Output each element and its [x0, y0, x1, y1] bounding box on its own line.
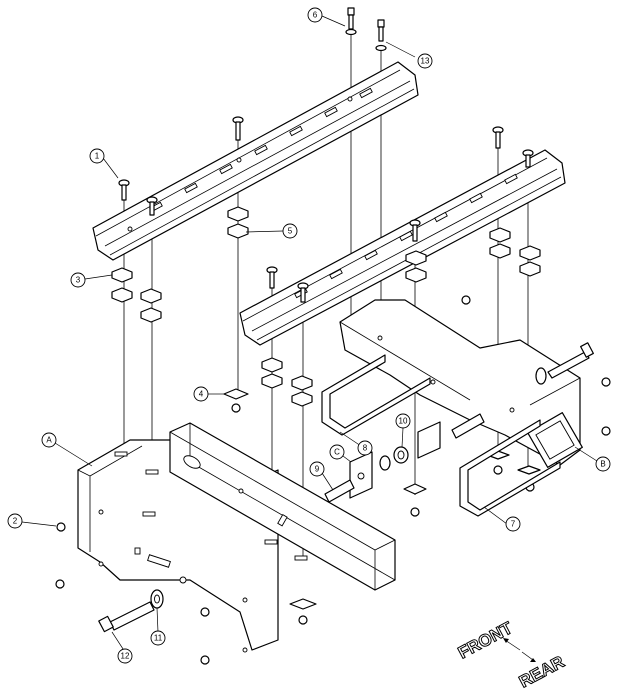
- svg-text:10: 10: [399, 417, 408, 426]
- callout-2: 2: [7, 513, 23, 529]
- svg-text:C: C: [334, 448, 340, 457]
- callout-a: A: [41, 432, 57, 448]
- pin-right: [451, 413, 485, 439]
- callout-b: B: [595, 456, 611, 472]
- plate-right: [417, 421, 441, 459]
- rear-label: REAR: [516, 652, 567, 689]
- washer-11: [150, 589, 164, 609]
- callout-9: 9: [309, 461, 325, 477]
- svg-text:5: 5: [288, 227, 293, 236]
- callout-10: 10: [395, 413, 411, 429]
- rail-left: [92, 61, 419, 261]
- receiver-tube-front: [169, 422, 396, 591]
- callout-c: C: [329, 444, 345, 460]
- svg-text:11: 11: [154, 634, 163, 643]
- pin-9: [324, 479, 355, 503]
- svg-text:7: 7: [511, 520, 516, 529]
- callout-7: 7: [505, 516, 521, 532]
- svg-text:2: 2: [13, 517, 18, 526]
- top-bolt-6: [345, 7, 357, 36]
- svg-text:3: 3: [76, 276, 81, 285]
- u-bolt-8: [321, 354, 431, 436]
- clip-brackets: [111, 206, 541, 407]
- u-bolt-7: [459, 419, 561, 517]
- callout-1: 1: [89, 148, 105, 164]
- callout-8: 8: [357, 440, 373, 456]
- callout-11: 11: [150, 630, 166, 646]
- leader-lines: [21, 15, 598, 653]
- plate-c: [349, 451, 373, 499]
- bracket-b: [339, 299, 583, 468]
- orientation-compass: FRONT REAR: [454, 617, 567, 689]
- svg-text:9: 9: [315, 465, 320, 474]
- callout-3: 3: [70, 272, 86, 288]
- spacer-10: [379, 446, 409, 471]
- callout-12: 12: [117, 648, 133, 664]
- hitch-pin-bolt: [535, 342, 594, 385]
- direction-arrows-icon: [503, 638, 536, 662]
- bolt-12: [98, 601, 155, 633]
- callout-4: 4: [193, 386, 209, 402]
- callout-5: 5: [282, 223, 298, 239]
- callout-13: 13: [417, 53, 433, 69]
- rail-right-slots: [294, 173, 518, 299]
- carriage-bolts: [118, 116, 534, 303]
- svg-text:13: 13: [421, 57, 430, 66]
- svg-text:12: 12: [121, 652, 130, 661]
- callout-6: 6: [307, 7, 323, 23]
- svg-text:B: B: [600, 460, 605, 469]
- svg-text:8: 8: [363, 444, 368, 453]
- svg-text:A: A: [46, 436, 52, 445]
- top-bolt-13: [375, 19, 387, 52]
- rail-right: [239, 149, 566, 346]
- svg-text:6: 6: [313, 11, 318, 20]
- svg-text:4: 4: [199, 390, 204, 399]
- svg-text:1: 1: [95, 152, 100, 161]
